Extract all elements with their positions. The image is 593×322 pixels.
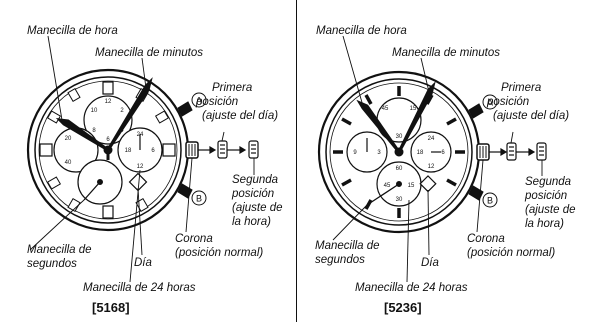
- minute-hand: [397, 81, 436, 153]
- subdial-left-numeral: 9: [353, 150, 357, 156]
- crown-label-2: (posición normal): [175, 247, 264, 259]
- first-position-label-3: (ajuste del día): [493, 110, 570, 122]
- subdial-top-numeral: 10: [91, 108, 98, 114]
- button-b-label: B: [196, 194, 202, 204]
- watch-diagram-5236: 45 15 30 9 3 24 18 6 12 60 45 15 30 A B: [297, 0, 593, 322]
- button-a-marker: [482, 94, 498, 110]
- second-position-label-1: Segunda: [232, 174, 279, 186]
- subdial-right-numeral: 18: [417, 150, 424, 156]
- subdial-bottom-numeral: 45: [384, 183, 391, 189]
- button-b-marker: [191, 190, 207, 206]
- crown-label-1: Corona: [175, 233, 213, 245]
- second-position-label-2: posición: [525, 190, 568, 202]
- subdial-top-numeral: 45: [382, 106, 389, 112]
- seconds-hand-label-1: Manecilla de: [27, 244, 92, 256]
- second-position-label-1: Segunda: [525, 176, 572, 188]
- second-position-label-4: la hora): [232, 216, 271, 228]
- minute-hand: [106, 77, 153, 151]
- hour-hand: [55, 117, 109, 152]
- button-a-label: A: [487, 98, 493, 108]
- subdial-left-numeral: 3: [377, 150, 381, 156]
- day-label: Día: [421, 257, 439, 269]
- hour-hand-label: Manecilla de hora: [27, 25, 118, 37]
- watch-diagram-5168: 12 10 8 6 4 2 20 40 18 6 12 24 A B: [0, 0, 296, 322]
- subdial-24-numeral: 24: [137, 132, 144, 138]
- button-a-label: A: [196, 96, 202, 106]
- panel-divider: [296, 0, 297, 322]
- watch-5236-illustration: 45 15 30 9 3 24 18 6 12 60 45 15 30 A B: [317, 35, 547, 283]
- subdial-bottom-numeral: 30: [396, 197, 403, 203]
- subdial-top-numeral: 6: [106, 137, 110, 143]
- subdial-top-numeral: 8: [92, 128, 96, 134]
- first-position-label-3: (ajuste del día): [202, 110, 279, 122]
- subdial-top-numeral: 12: [105, 99, 112, 105]
- model-number: [5168]: [92, 300, 130, 315]
- subdial-24-numeral: 12: [137, 164, 144, 170]
- crown-label-1: Corona: [467, 233, 505, 245]
- subdial-right-numeral: 12: [428, 164, 435, 170]
- subdial-bottom-numeral: 15: [408, 183, 415, 189]
- 24h-hand-label: Manecilla de 24 horas: [83, 282, 196, 294]
- second-position-label-4: la hora): [525, 218, 564, 230]
- minute-hand-label: Manecilla de minutos: [95, 47, 204, 59]
- subdial-right-numeral: 6: [441, 150, 445, 156]
- subdial-right-numeral: 24: [428, 136, 435, 142]
- model-number: [5236]: [384, 300, 422, 315]
- seconds-hand-label-2: segundos: [315, 254, 365, 266]
- watch-5168-illustration: 12 10 8 6 4 2 20 40 18 6 12 24 A B: [26, 35, 259, 283]
- subdial-left-numeral: 40: [65, 160, 72, 166]
- first-position-label-1: Primera: [501, 82, 542, 94]
- day-label: Día: [134, 257, 152, 269]
- hour-hand: [356, 99, 401, 153]
- subdial-24-numeral: 6: [151, 148, 155, 154]
- button-b-label: B: [487, 196, 493, 206]
- minute-hand-label: Manecilla de minutos: [392, 47, 501, 59]
- subdial-top-numeral: 15: [410, 106, 417, 112]
- hour-hand-label: Manecilla de hora: [316, 25, 407, 37]
- crown-label-2: (posición normal): [467, 247, 556, 259]
- seconds-hand-label-1: Manecilla de: [315, 240, 380, 252]
- seconds-hand-label-2: segundos: [27, 258, 77, 270]
- second-position-label-3: (ajuste de: [232, 202, 283, 214]
- subdial-top-numeral: 2: [120, 108, 124, 114]
- button-a-marker: [191, 92, 207, 108]
- subdial-24-numeral: 18: [125, 148, 132, 154]
- first-position-label-2: posición: [487, 96, 530, 108]
- button-b-marker: [482, 192, 498, 208]
- first-position-label-2: posición: [196, 96, 239, 108]
- second-position-label-2: posición: [232, 188, 275, 200]
- first-position-label-1: Primera: [212, 82, 253, 94]
- 24h-hand-label: Manecilla de 24 horas: [355, 282, 468, 294]
- subdial-top-numeral: 30: [396, 134, 403, 140]
- second-position-label-3: (ajuste de: [525, 204, 576, 216]
- subdial-left-numeral: 20: [65, 136, 72, 142]
- subdial-bottom-numeral: 60: [396, 166, 403, 172]
